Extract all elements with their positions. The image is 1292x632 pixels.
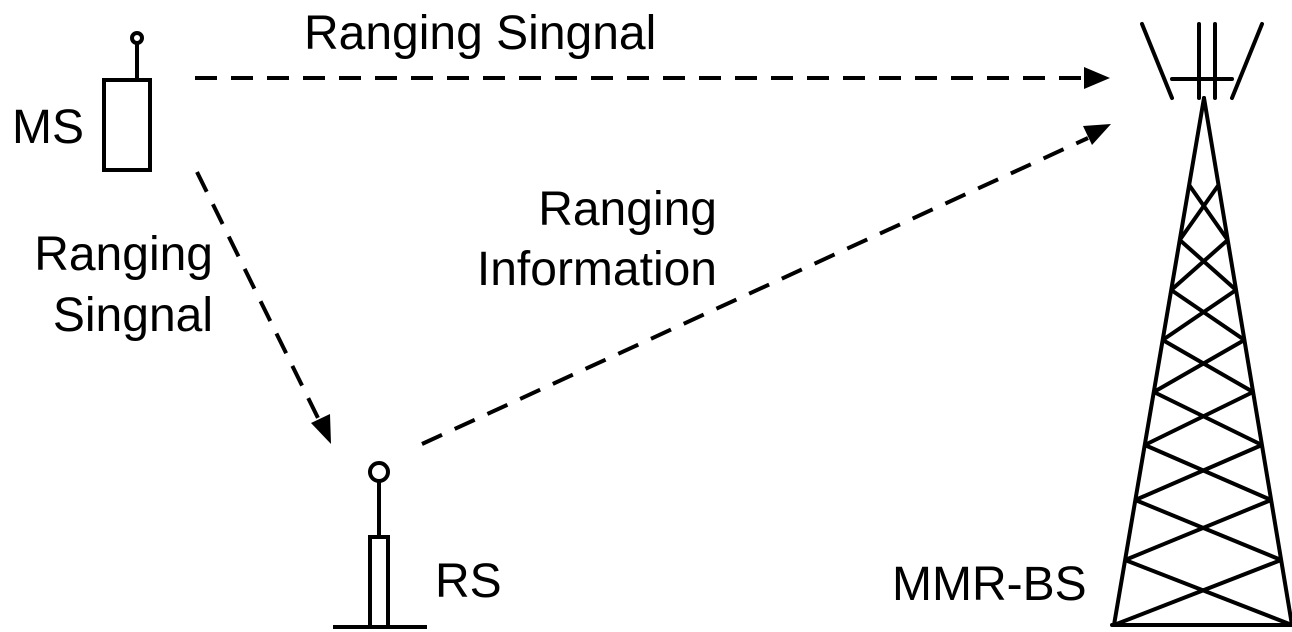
ms-device-icon	[102, 31, 152, 172]
tower-brace	[1161, 338, 1255, 394]
bs-label: MMR-BS	[892, 558, 1087, 611]
arrow-ms-to-rs-line	[195, 171, 320, 419]
info-label-line2: Information	[477, 243, 717, 296]
tower-brace	[1170, 288, 1246, 342]
tower-brace	[1143, 443, 1272, 502]
signal-left-label-line2: Singnal	[53, 289, 213, 342]
tower-brace	[1113, 558, 1282, 627]
bs-tower-icon	[1110, 22, 1292, 627]
tower-brace	[1161, 288, 1238, 342]
arrow-rs-to-bs-head	[1083, 124, 1111, 145]
rs-label: RS	[435, 555, 502, 608]
tower-brace	[1134, 498, 1282, 562]
tower-brace	[1124, 558, 1292, 627]
signal-top-label: Ranging Singnal	[304, 7, 656, 60]
tower-brace	[1143, 390, 1254, 447]
arrow-ms-to-rs-head	[311, 414, 331, 444]
tower-brace	[1152, 390, 1263, 447]
tower-brace	[1169, 238, 1230, 292]
tower-brace	[1187, 183, 1230, 242]
tower-brace	[1124, 498, 1272, 562]
info-label-line1: Ranging	[538, 183, 717, 236]
bs-tower-lattice	[1113, 183, 1292, 627]
tower-brace	[1134, 443, 1263, 502]
arrow-ms-to-bs-head	[1084, 67, 1110, 89]
tower-brace	[1152, 338, 1246, 394]
tower-brace	[1178, 183, 1221, 242]
tower-brace	[1178, 238, 1238, 292]
signal-left-label-line1: Ranging	[34, 228, 213, 281]
ms-label: MS	[12, 101, 84, 154]
arrow-rs-to-bs-line	[421, 136, 1089, 446]
rs-device-icon	[333, 461, 427, 629]
